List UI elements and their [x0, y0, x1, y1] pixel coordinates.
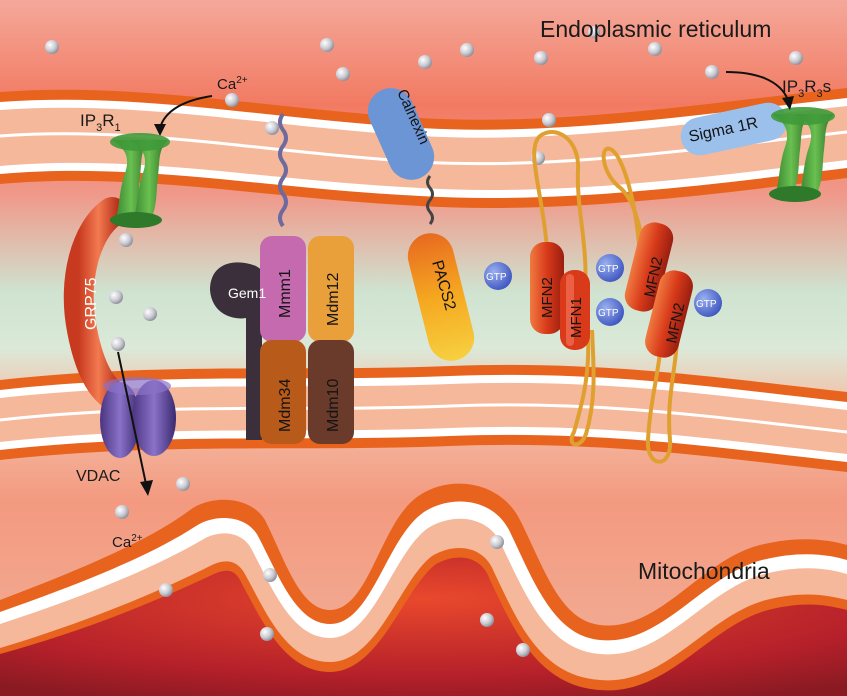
gtp-1: GTP	[484, 262, 512, 290]
calcium-ion	[460, 43, 474, 57]
calcium-ion	[336, 67, 350, 81]
calcium-ion	[45, 40, 59, 54]
calcium-ion	[176, 477, 190, 491]
calcium-ion	[516, 643, 530, 657]
mfn1-label: MFN1	[568, 297, 585, 338]
calcium-ion	[418, 55, 432, 69]
svg-text:GTP: GTP	[598, 308, 619, 319]
mfn2-label-a: MFN2	[539, 277, 556, 318]
mdm34-label: Mdm34	[277, 379, 294, 432]
gtp-4: GTP	[694, 289, 722, 317]
mdm12-label: Mdm12	[325, 273, 342, 326]
calcium-ion	[260, 627, 274, 641]
calcium-ion	[115, 505, 129, 519]
mitochondria-label: Mitochondria	[638, 558, 770, 584]
calcium-ion	[534, 51, 548, 65]
mmm1-label: Mmm1	[277, 269, 294, 318]
calcium-ion	[265, 121, 279, 135]
calcium-ion	[109, 290, 123, 304]
gem1-label: Gem1	[228, 285, 266, 301]
calcium-ion	[225, 93, 239, 107]
calcium-ion	[648, 42, 662, 56]
calcium-ion	[789, 51, 803, 65]
vdac-label: VDAC	[76, 468, 120, 485]
er-label: Endoplasmic reticulum	[540, 16, 771, 42]
calcium-ion	[143, 307, 157, 321]
svg-text:GTP: GTP	[696, 299, 717, 310]
calcium-ion	[705, 65, 719, 79]
svg-text:GTP: GTP	[598, 264, 619, 275]
calcium-ion	[480, 613, 494, 627]
gtp-3: GTP	[596, 298, 624, 326]
svg-text:GTP: GTP	[486, 272, 507, 283]
calcium-ion	[490, 535, 504, 549]
calcium-ion	[320, 38, 334, 52]
gtp-2: GTP	[596, 254, 624, 282]
mdm10-label: Mdm10	[325, 379, 342, 432]
calcium-ion	[159, 583, 173, 597]
calcium-ion	[119, 233, 133, 247]
grp75-label: GRP75	[83, 277, 100, 330]
calcium-ion	[542, 113, 556, 127]
calcium-ion	[111, 337, 125, 351]
calcium-ion	[263, 568, 277, 582]
